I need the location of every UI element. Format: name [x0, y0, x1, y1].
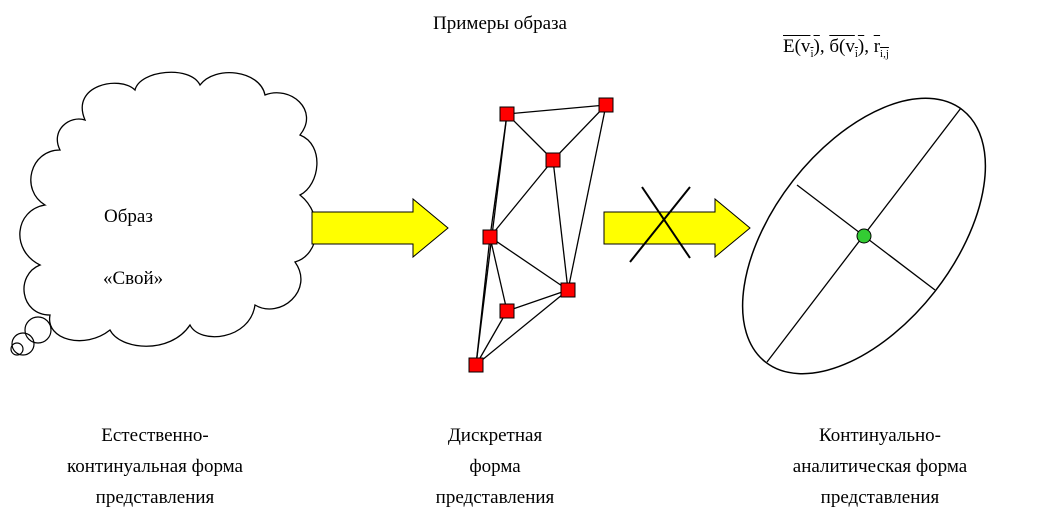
node	[560, 282, 576, 298]
caption-right: Континуально- аналитическая форма предст…	[792, 425, 968, 508]
network-nodes	[468, 97, 614, 373]
arrow-right-1	[311, 197, 449, 259]
caption-left: Естественно- континуальная форма предста…	[66, 425, 243, 508]
arrow-right-2	[603, 197, 751, 259]
center-point	[856, 228, 872, 244]
node	[482, 229, 498, 245]
caption-middle: Дискретная форма представления	[435, 425, 555, 508]
network-edges	[475, 104, 607, 366]
cloud-shape	[19, 71, 318, 347]
cross-mark	[629, 186, 691, 263]
cloud-label-1: Образ	[104, 206, 153, 227]
node	[499, 106, 515, 122]
node	[468, 357, 484, 373]
cloud-label-2: «Свой»	[103, 268, 164, 289]
correlation-symbol: ri,j	[873, 36, 889, 60]
deviation-symbol: б(vi)	[829, 36, 865, 60]
formula: E(vi), б(vi), ri,j	[783, 36, 889, 60]
thought-bubbles	[10, 316, 52, 356]
ellipse-shape	[741, 97, 987, 375]
mean-symbol: E(vi)	[783, 36, 820, 60]
node	[499, 303, 515, 319]
diagram-title: Примеры образа	[433, 13, 567, 34]
node	[598, 97, 614, 113]
node	[545, 152, 561, 168]
